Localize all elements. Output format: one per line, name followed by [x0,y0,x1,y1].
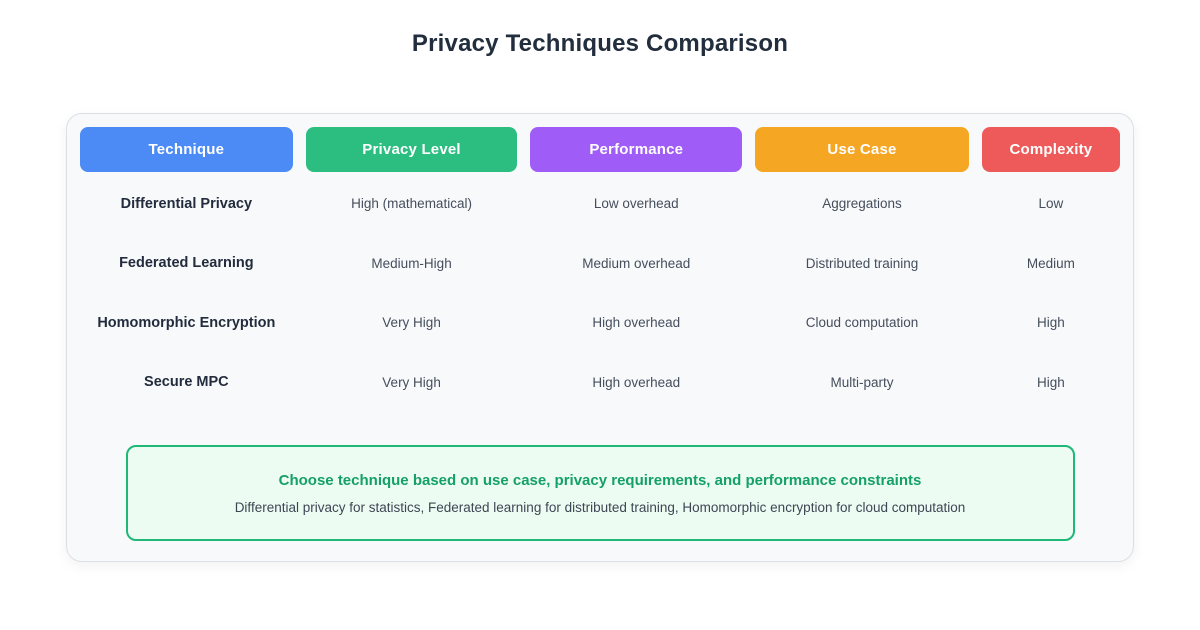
table-row: Differential Privacy High (mathematical)… [80,174,1120,234]
cell-performance: Medium overhead [582,255,691,271]
column-header-technique: Technique [80,127,293,172]
cell-privacy-level: Medium-High [371,255,452,271]
table-row: Secure MPC Very High High overhead Multi… [80,353,1120,413]
cell-use-case: Multi-party [830,374,894,390]
note-body: Differential privacy for statistics, Fed… [234,499,966,515]
note-heading: Choose technique based on use case, priv… [278,471,922,489]
column-header-performance: Performance [530,127,743,172]
table-row: Homomorphic Encryption Very High High ov… [80,293,1120,353]
cell-performance: High overhead [592,315,681,331]
cell-privacy-level: High (mathematical) [351,196,472,212]
cell-use-case: Distributed training [805,255,919,271]
column-header-complexity: Complexity [981,127,1120,172]
column-header-use-case: Use Case [755,127,969,172]
cell-use-case: Aggregations [822,196,902,212]
column-header-privacy-level: Privacy Level [305,127,518,172]
cell-performance: Low overhead [593,196,679,212]
comparison-table-card: Technique Privacy Level Performance Use … [66,113,1134,562]
cell-performance: High overhead [592,374,681,390]
cell-technique: Homomorphic Encryption [97,314,276,331]
cell-complexity: Medium [1026,255,1075,271]
cell-technique: Secure MPC [144,374,229,391]
cell-use-case: Cloud computation [805,315,919,331]
page-title: Privacy Techniques Comparison [411,30,789,57]
cell-technique: Federated Learning [119,255,254,272]
note-box: Choose technique based on use case, priv… [125,445,1075,541]
cell-complexity: High [1037,374,1065,390]
cell-privacy-level: Very High [382,315,441,331]
cell-complexity: High [1037,315,1065,331]
cell-privacy-level: Very High [382,374,441,390]
cell-complexity: Low [1038,196,1064,212]
cell-technique: Differential Privacy [120,195,253,212]
table-body: Differential Privacy High (mathematical)… [80,174,1120,412]
table-header-row: Technique Privacy Level Performance Use … [80,127,1120,172]
table-row: Federated Learning Medium-High Medium ov… [80,234,1120,294]
